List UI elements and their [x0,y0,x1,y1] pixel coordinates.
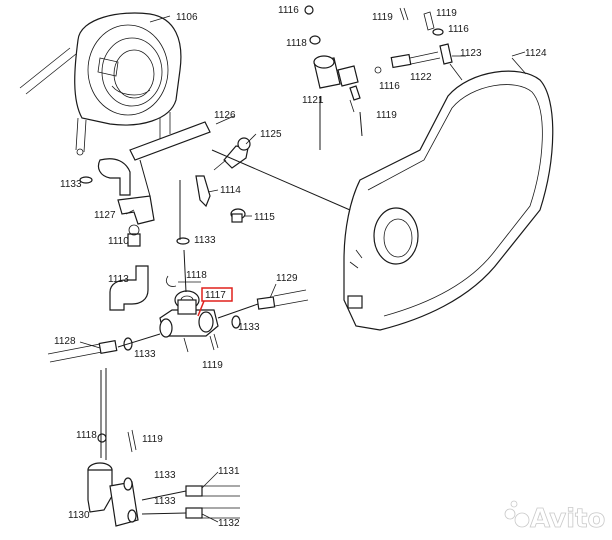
label-1118: 1118 [186,270,207,281]
pipe-1132 [185,507,240,519]
label-1128: 1128 [54,336,76,347]
connector-1125 [213,137,251,171]
lever-1114 [195,175,211,208]
label-1132: 1132 [218,518,240,529]
label-1130: 1130 [68,510,90,521]
label-1118: 1118 [76,430,97,441]
tube-1126 [97,121,211,196]
housing-1106 [74,12,182,156]
pipe-1131 [185,485,240,497]
label-1131: 1131 [218,466,240,477]
label-1114: 1114 [220,185,241,196]
label-1119: 1119 [376,110,397,121]
nozzle-1110 [127,224,141,247]
pipe-1129 [256,289,309,310]
label-1119: 1119 [436,8,457,19]
label-1127: 1127 [94,210,116,221]
elbow-1113 [109,265,149,311]
bracket-1127 [117,195,155,225]
label-1126: 1126 [214,110,236,121]
label-1133: 1133 [194,235,216,246]
watermark-dot-icon [504,508,516,520]
cover-1124 [343,57,554,331]
pipe-1123 [439,43,463,81]
part-labels: 1106 1116 1119 1119 1116 1118 1123 1124 … [54,5,547,529]
label-1133: 1133 [134,349,156,360]
label-1119: 1119 [142,434,163,445]
screw-1115 [230,208,246,223]
fitting-1121 [304,5,361,113]
label-1133: 1133 [154,496,176,507]
label-1116: 1116 [278,5,299,16]
assembly-lines [100,96,363,515]
fitting-1130 [87,429,139,527]
label-1133: 1133 [238,322,260,333]
ring-1133-right [231,315,241,329]
label-1116: 1116 [379,81,400,92]
ring-1133-left [79,176,93,184]
label-1119: 1119 [202,360,223,371]
rod-left [19,47,77,95]
watermark: Avito [504,500,606,534]
label-1133: 1133 [60,179,82,190]
clip-1118-mid [166,275,177,287]
tube-1122 [374,51,441,74]
label-1125: 1125 [260,129,282,140]
label-1110: 1110 [108,236,129,247]
label-1122: 1122 [410,72,432,83]
label-1124: 1124 [525,48,547,59]
watermark-dot-icon [514,512,530,528]
label-1117: 1117 [205,290,226,301]
clip-1119-top [399,7,444,36]
watermark-text: Avito [530,504,605,534]
leader-lines [79,15,526,523]
label-1113: 1113 [108,274,129,285]
label-1116: 1116 [448,24,469,35]
label-1118: 1118 [286,38,307,49]
tee-1117 [159,290,219,353]
label-1115: 1115 [254,212,275,223]
label-1133: 1133 [154,470,176,481]
label-1121: 1121 [302,95,324,106]
clip-1119-mid [209,333,219,351]
watermark-dot-icon [510,500,518,508]
ring-1133-mid [176,237,190,245]
label-1129: 1129 [276,273,298,284]
label-1119: 1119 [372,12,393,23]
label-1106: 1106 [176,12,198,23]
highlight-1117 [197,287,233,317]
label-1123: 1123 [460,48,482,59]
